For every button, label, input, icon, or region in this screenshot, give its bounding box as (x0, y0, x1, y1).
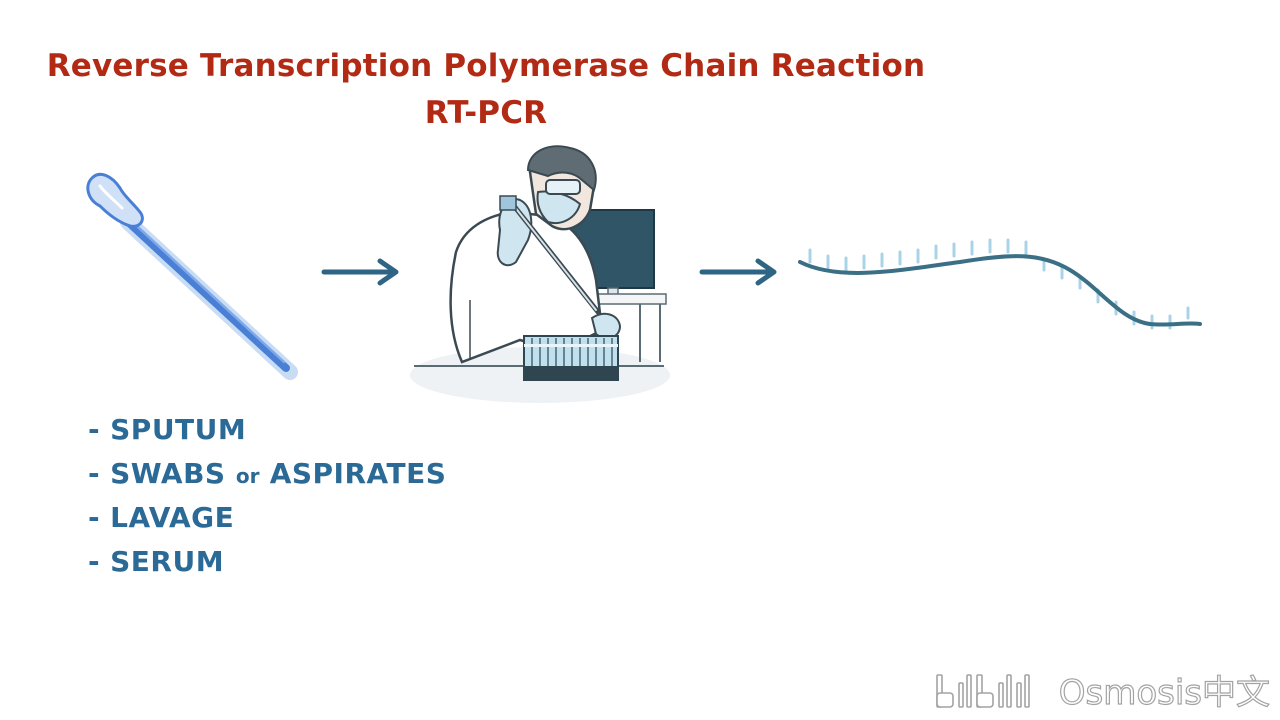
scientist-illustration (410, 145, 670, 403)
list-item-label: ASPIRATES (259, 457, 447, 490)
list-item: -SWABS or ASPIRATES (88, 452, 446, 496)
list-bullet-dash: - (88, 413, 101, 446)
list-item: -LAVAGE (88, 496, 446, 540)
list-item-label: LAVAGE (110, 501, 235, 534)
list-bullet-dash: - (88, 457, 101, 490)
list-bullet-dash: - (88, 501, 101, 534)
arrow-right-icon (321, 258, 399, 286)
list-item-label: SPUTUM (110, 413, 247, 446)
list-item-label: SWABS (110, 457, 236, 490)
rna-strand-illustration (798, 238, 1202, 330)
watermark: Osmosis中文 (933, 665, 1271, 714)
list-item: -SPUTUM (88, 408, 446, 452)
swab-illustration (86, 172, 298, 380)
diagram-subtitle: RT-PCR (424, 95, 548, 131)
sample-types-list: -SPUTUM -SWABS or ASPIRATES -LAVAGE -SER… (88, 408, 446, 584)
list-item-label: SERUM (110, 545, 225, 578)
list-bullet-dash: - (88, 545, 101, 578)
list-item-connector: or (235, 464, 260, 488)
bilibili-logo-icon (935, 673, 1030, 708)
arrow-right-icon (699, 258, 777, 286)
list-item: -SERUM (88, 540, 446, 584)
watermark-text: Osmosis中文 (1058, 672, 1270, 713)
diagram-title: Reverse Transcription Polymerase Chain R… (46, 48, 926, 84)
